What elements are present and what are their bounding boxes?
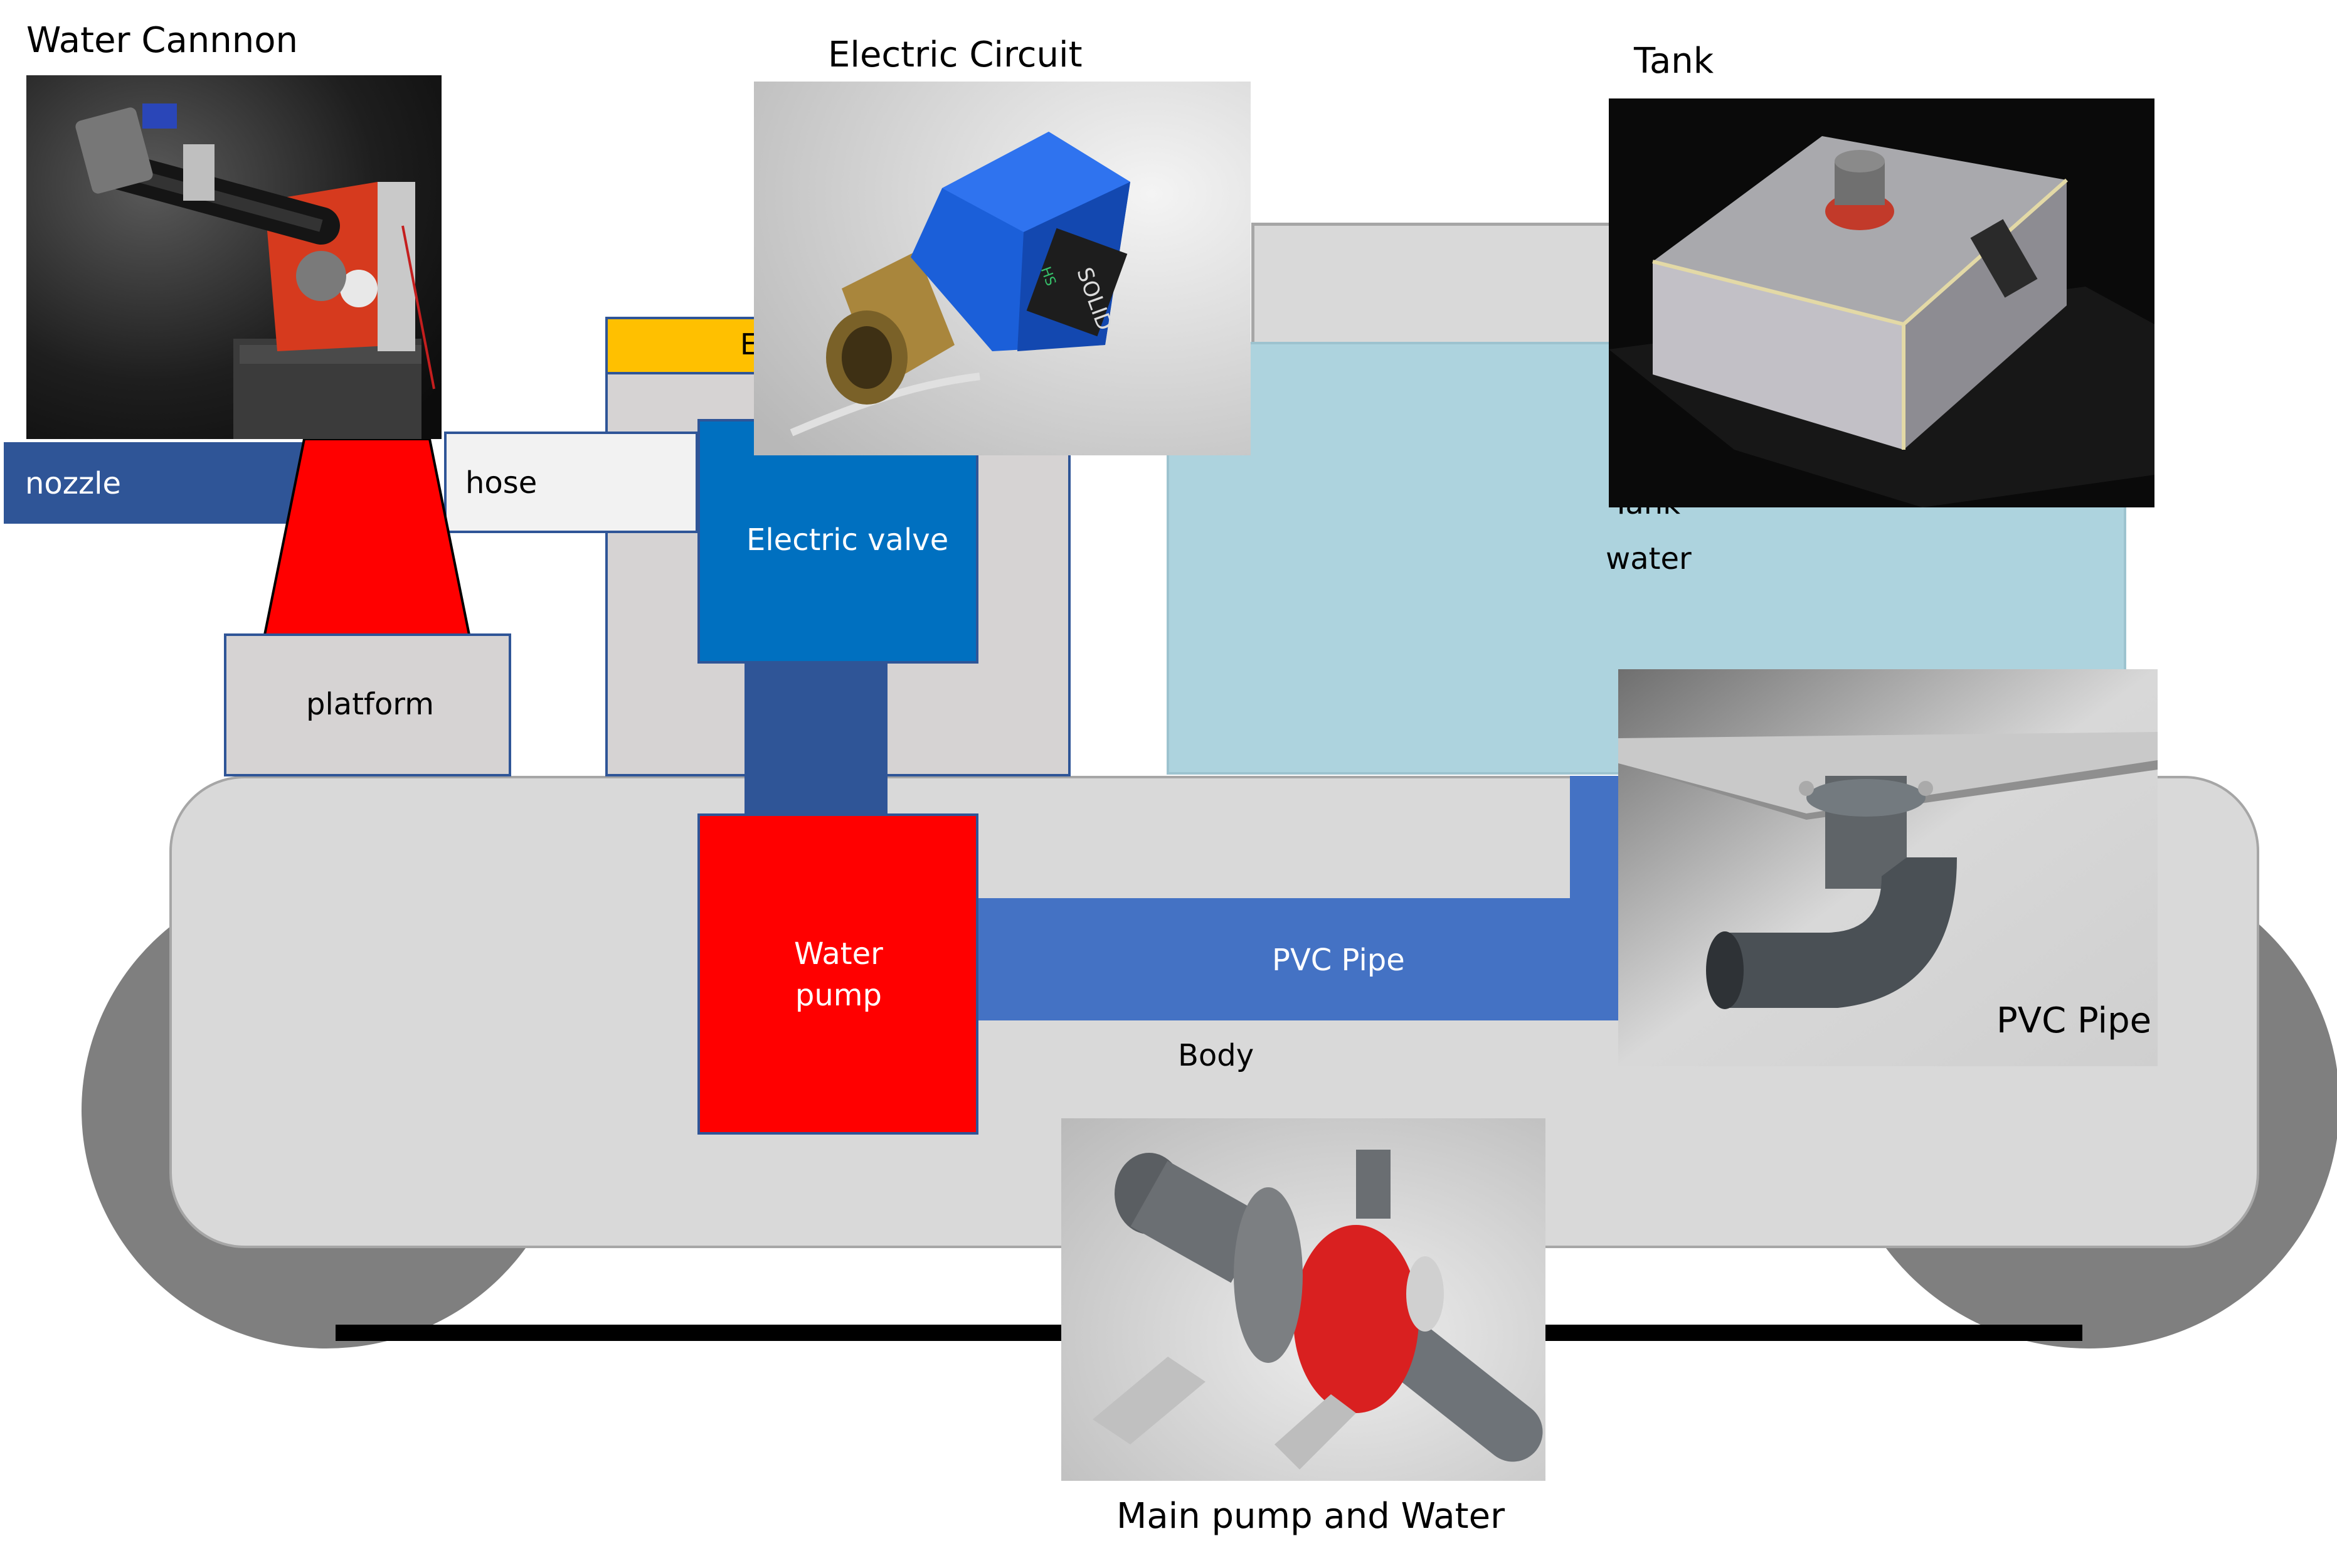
hose-label: hose: [465, 465, 538, 501]
nozzle-label: nozzle: [25, 466, 122, 501]
main-pump-photo: [1061, 1118, 1545, 1481]
platform-block: [224, 633, 511, 776]
body-label: Body: [1178, 1038, 1254, 1073]
pvc-pipe-photo: [1618, 669, 2158, 1066]
electric-circuit-caption: Electric Circuit: [828, 34, 1083, 75]
water-pump-block: [697, 813, 978, 1135]
tank-caption: Tank: [1634, 41, 1714, 82]
water-cannon-caption: Water Cannnon: [26, 20, 298, 61]
tank-photo: [1609, 98, 2154, 507]
hose-block: [444, 432, 698, 533]
nozzle-block: [4, 442, 311, 524]
pvc-pipe-photo-caption: PVC Pipe: [1996, 1000, 2152, 1041]
cannon-mount: [263, 439, 470, 635]
platform-label: platform: [306, 687, 434, 722]
water-pump-label: Water pump: [794, 936, 883, 1013]
water-cannon-photo: [26, 75, 442, 439]
valve-pump-connector: [745, 664, 888, 815]
electric-circuit-photo: HS SOLID: [754, 82, 1251, 455]
pvc-pipe-horizontal: [978, 898, 1624, 1020]
main-pump-caption: Main pump and Water: [1116, 1496, 1505, 1537]
electric-valve-label: Electric valve: [746, 522, 949, 558]
pvc-pipe-label: PVC Pipe: [1272, 943, 1405, 978]
water-label: water: [1606, 541, 1692, 576]
